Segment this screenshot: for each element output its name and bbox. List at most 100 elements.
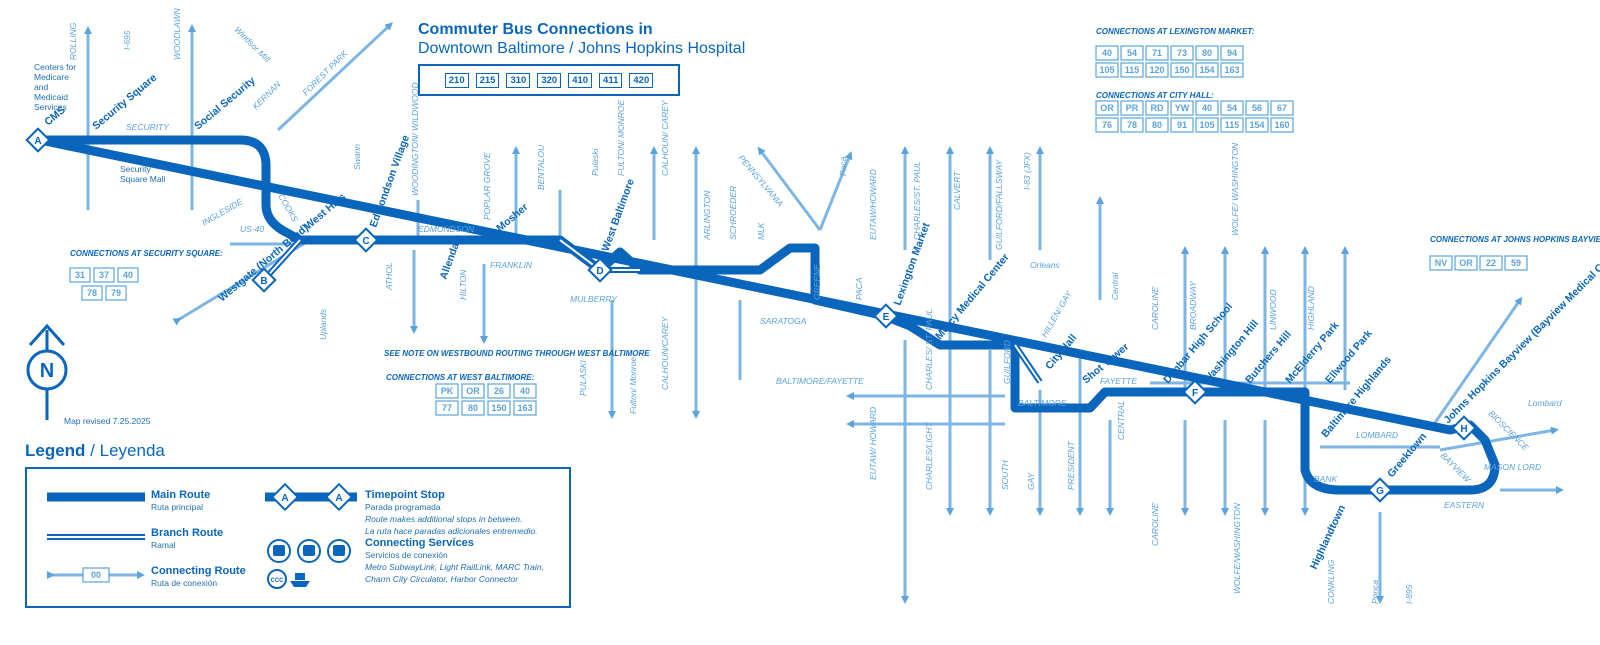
svg-text:FULTON/ MONROE: FULTON/ MONROE: [616, 99, 626, 176]
svg-text:Ponca: Ponca: [1370, 580, 1380, 604]
svg-text:OR: OR: [466, 386, 480, 396]
svg-text:Services: Services: [34, 102, 67, 112]
svg-text:26: 26: [494, 386, 504, 396]
timepoint-stop-h[interactable]: H: [1451, 415, 1477, 441]
svg-text:HILLEN/ GAY: HILLEN/ GAY: [1039, 288, 1074, 339]
svg-text:91: 91: [1177, 120, 1187, 130]
svg-text:Square Mall: Square Mall: [120, 174, 165, 184]
svg-text:PR: PR: [1126, 103, 1139, 113]
svg-text:77: 77: [442, 403, 452, 413]
route-badge[interactable]: 320: [537, 72, 562, 88]
svg-text:ATHOL: ATHOL: [384, 262, 394, 291]
svg-text:Mosher: Mosher: [494, 201, 530, 234]
svg-text:Social Security: Social Security: [192, 75, 258, 133]
svg-text:OR: OR: [1100, 103, 1114, 113]
svg-text:MASON LORD: MASON LORD: [1484, 462, 1541, 472]
svg-text:A: A: [34, 136, 41, 147]
map-revised-note: Map revised 7.25.2025: [64, 416, 151, 426]
svg-text:ROLLING: ROLLING: [68, 22, 78, 60]
svg-text:120: 120: [1149, 65, 1164, 75]
svg-text:I-895: I-895: [1404, 584, 1414, 604]
timepoint-stop-e[interactable]: E: [873, 303, 899, 329]
svg-text:CHARLES/ST. PAUL: CHARLES/ST. PAUL: [912, 161, 922, 240]
timepoint-stop-a[interactable]: A: [25, 127, 51, 153]
svg-text:160: 160: [1274, 120, 1289, 130]
svg-text:Medicare: Medicare: [34, 72, 69, 82]
harbor-connector-icon: [290, 573, 310, 587]
route-badge[interactable]: 420: [629, 72, 654, 88]
svg-text:105: 105: [1199, 120, 1214, 130]
subway-icon: [267, 539, 291, 563]
svg-text:115: 115: [1225, 120, 1240, 130]
route-badge[interactable]: 210: [444, 72, 469, 88]
svg-text:ARLINGTON: ARLINGTON: [702, 190, 712, 241]
svg-text:Orleans: Orleans: [1030, 260, 1061, 270]
svg-text:78: 78: [87, 288, 97, 298]
svg-text:N: N: [40, 360, 54, 382]
svg-text:67: 67: [1277, 103, 1287, 113]
svg-text:Pulaski: Pulaski: [590, 147, 600, 176]
svg-text:EASTERN: EASTERN: [1444, 500, 1485, 510]
svg-text:C: C: [362, 236, 369, 247]
svg-text:West Baltimore: West Baltimore: [600, 177, 637, 253]
timepoint-stop-f[interactable]: F: [1182, 379, 1208, 405]
svg-text:INGLESIDE: INGLESIDE: [200, 196, 245, 227]
svg-text:163: 163: [1224, 65, 1239, 75]
route-badge[interactable]: 215: [475, 72, 500, 88]
svg-text:80: 80: [1202, 48, 1212, 58]
svg-text:73: 73: [1177, 48, 1187, 58]
svg-text:WOLFE/ WASHINGTON: WOLFE/ WASHINGTON: [1230, 142, 1240, 236]
svg-text:163: 163: [517, 403, 532, 413]
svg-text:WOODINGTON/ WILDWOOD: WOODINGTON/ WILDWOOD: [410, 82, 420, 196]
svg-text:SEE NOTE ON WESTBOUND ROUTING: SEE NOTE ON WESTBOUND ROUTING THROUGH WE…: [384, 349, 650, 358]
connections-lexington-market: 40 54 71 73 80 94 105 115 120 150 154 16…: [1095, 45, 1244, 78]
svg-text:BROADWAY: BROADWAY: [1188, 280, 1198, 330]
svg-text:GUILFORD/FALLSWAY: GUILFORD/FALLSWAY: [994, 158, 1004, 250]
svg-text:WOLFE/WASHINGTON: WOLFE/WASHINGTON: [1232, 502, 1242, 594]
svg-text:Swann: Swann: [352, 144, 362, 170]
legend-graphics: 00 A A CCC: [47, 482, 357, 589]
light-rail-icon: [297, 539, 321, 563]
svg-text:NV: NV: [1435, 258, 1448, 268]
svg-text:PULASKI: PULASKI: [578, 359, 588, 396]
route-badge[interactable]: 411: [599, 72, 623, 88]
timepoint-stop-b[interactable]: B: [251, 267, 277, 293]
timepoint-stop-c[interactable]: C: [353, 227, 379, 253]
svg-text:CALHOUN/CAREY: CALHOUN/CAREY: [660, 315, 670, 390]
svg-text:CCC: CCC: [271, 578, 285, 584]
svg-text:LOMBARD: LOMBARD: [1356, 430, 1398, 440]
svg-text:Lombard: Lombard: [1528, 398, 1562, 408]
svg-text:CONNECTIONS AT LEXINGTON MARKE: CONNECTIONS AT LEXINGTON MARKET:: [1096, 27, 1255, 36]
svg-text:FRANKLIN: FRANKLIN: [490, 260, 533, 270]
svg-text:BANK: BANK: [1314, 474, 1337, 484]
svg-text:CONNECTIONS AT SECURITY SQUARE: CONNECTIONS AT SECURITY SQUARE:: [70, 249, 223, 258]
route-badge[interactable]: 310: [506, 72, 531, 88]
svg-text:G: G: [1376, 486, 1384, 497]
svg-text:22: 22: [1486, 258, 1496, 268]
route-badge[interactable]: 410: [568, 72, 593, 88]
svg-text:BAYVIEW: BAYVIEW: [1439, 450, 1474, 485]
connections-security-square: 31 37 40 78 79: [69, 267, 139, 301]
svg-text:D: D: [596, 266, 603, 277]
svg-text:00: 00: [91, 570, 101, 580]
svg-text:54: 54: [1227, 103, 1237, 113]
timepoint-stop-g[interactable]: G: [1367, 477, 1393, 503]
svg-text:PK: PK: [441, 386, 454, 396]
svg-text:and: and: [34, 82, 48, 92]
svg-text:EDMONDSON: EDMONDSON: [418, 224, 475, 234]
svg-text:78: 78: [1127, 120, 1137, 130]
svg-text:CAROLINE: CAROLINE: [1150, 286, 1160, 330]
svg-text:CHARLES/ ST. PAUL: CHARLES/ ST. PAUL: [924, 308, 934, 390]
svg-text:POPLAR GROVE: POPLAR GROVE: [482, 152, 492, 220]
svg-text:56: 56: [1252, 103, 1262, 113]
timepoint-stop-d[interactable]: D: [587, 257, 613, 283]
connection-notes: CONNECTIONS AT SECURITY SQUARE: CONNECTI…: [70, 27, 1600, 382]
svg-text:GREENE: GREENE: [812, 264, 822, 300]
svg-text:40: 40: [520, 386, 530, 396]
